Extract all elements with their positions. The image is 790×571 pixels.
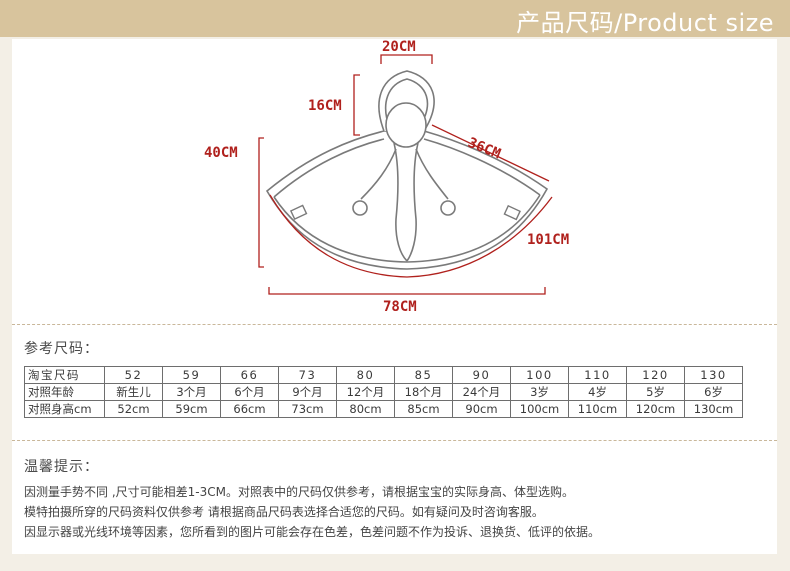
- table-cell: 59: [162, 366, 221, 384]
- table-cell: 90cm: [452, 400, 511, 418]
- table-cell: 6岁: [684, 383, 743, 401]
- pompom-right: [440, 200, 456, 216]
- table-cell: 9个月: [278, 383, 337, 401]
- table-cell: 6个月: [220, 383, 279, 401]
- dim-width: 78CM: [383, 299, 417, 315]
- cape-outline: [265, 70, 549, 270]
- dim-hem: 101CM: [527, 232, 569, 248]
- size-table: 淘宝尺码 52 59 66 73 80 85 90 100 110 120 13…: [24, 366, 743, 418]
- table-cell: 3个月: [162, 383, 221, 401]
- table-cell: 3岁: [510, 383, 569, 401]
- table-cell: 52cm: [104, 400, 163, 418]
- table-cell: 18个月: [394, 383, 453, 401]
- table-cell: 12个月: [336, 383, 395, 401]
- button-tab-left: [289, 204, 308, 220]
- page-title: 产品尺码/Product size: [516, 9, 774, 37]
- tips-text: 因测量手势不同 ,尺寸可能相差1-3CM。对照表中的尺码仅供参考，请根据宝宝的实…: [24, 482, 600, 542]
- dim-total-length: 40CM: [204, 145, 238, 161]
- table-cell: 110cm: [568, 400, 627, 418]
- table-cell: 130cm: [684, 400, 743, 418]
- tip-line: 因测量手势不同 ,尺寸可能相差1-3CM。对照表中的尺码仅供参考，请根据宝宝的实…: [24, 485, 574, 499]
- divider: [12, 440, 777, 441]
- divider: [12, 324, 777, 325]
- table-cell: 90: [452, 366, 511, 384]
- table-cell: 4岁: [568, 383, 627, 401]
- dimension-lines: [258, 54, 553, 295]
- table-cell: 66cm: [220, 400, 279, 418]
- table-cell: 66: [220, 366, 279, 384]
- dim-hood-width: 20CM: [382, 39, 416, 55]
- dim-hood-height: 16CM: [308, 98, 342, 114]
- pompom-left: [352, 200, 368, 216]
- table-cell: 80cm: [336, 400, 395, 418]
- table-cell: 85: [394, 366, 453, 384]
- cape-size-diagram: 20CM 16CM 40CM 36CM 101CM 78CM: [204, 39, 569, 315]
- table-cell: 5岁: [626, 383, 685, 401]
- table-cell: 120: [626, 366, 685, 384]
- table-cell: 80: [336, 366, 395, 384]
- table-cell: 52: [104, 366, 163, 384]
- table-cell: 新生儿: [104, 383, 163, 401]
- table-row: 对照年龄 新生儿 3个月 6个月 9个月 12个月 18个月 24个月 3岁 4…: [24, 383, 743, 401]
- tip-line: 模特拍摄所穿的尺码资料仅供参考 请根据商品尺码表选择合适您的尺码。如有疑问及时咨…: [24, 505, 544, 519]
- row-label: 对照身高cm: [24, 400, 105, 418]
- button-tab-right: [503, 204, 521, 221]
- table-cell: 73cm: [278, 400, 337, 418]
- table-cell: 100: [510, 366, 569, 384]
- size-reference-title: 参考尺码：: [24, 341, 99, 357]
- header-bar: 产品尺码/Product size: [0, 0, 790, 37]
- table-cell: 100cm: [510, 400, 569, 418]
- tips-title: 温馨提示：: [24, 459, 99, 475]
- table-cell: 59cm: [162, 400, 221, 418]
- table-cell: 110: [568, 366, 627, 384]
- tip-line: 因显示器或光线环境等因素，您所看到的图片可能会存在色差，色差问题不作为投诉、退换…: [24, 525, 601, 539]
- row-label: 对照年龄: [24, 383, 105, 401]
- row-label: 淘宝尺码: [24, 366, 105, 384]
- table-cell: 73: [278, 366, 337, 384]
- table-cell: 24个月: [452, 383, 511, 401]
- content-panel: 20CM 16CM 40CM 36CM 101CM 78CM 参考尺码： 淘宝尺…: [12, 39, 777, 554]
- table-row: 淘宝尺码 52 59 66 73 80 85 90 100 110 120 13…: [24, 366, 743, 384]
- table-cell: 120cm: [626, 400, 685, 418]
- table-row: 对照身高cm 52cm 59cm 66cm 73cm 80cm 85cm 90c…: [24, 400, 743, 418]
- table-cell: 130: [684, 366, 743, 384]
- table-cell: 85cm: [394, 400, 453, 418]
